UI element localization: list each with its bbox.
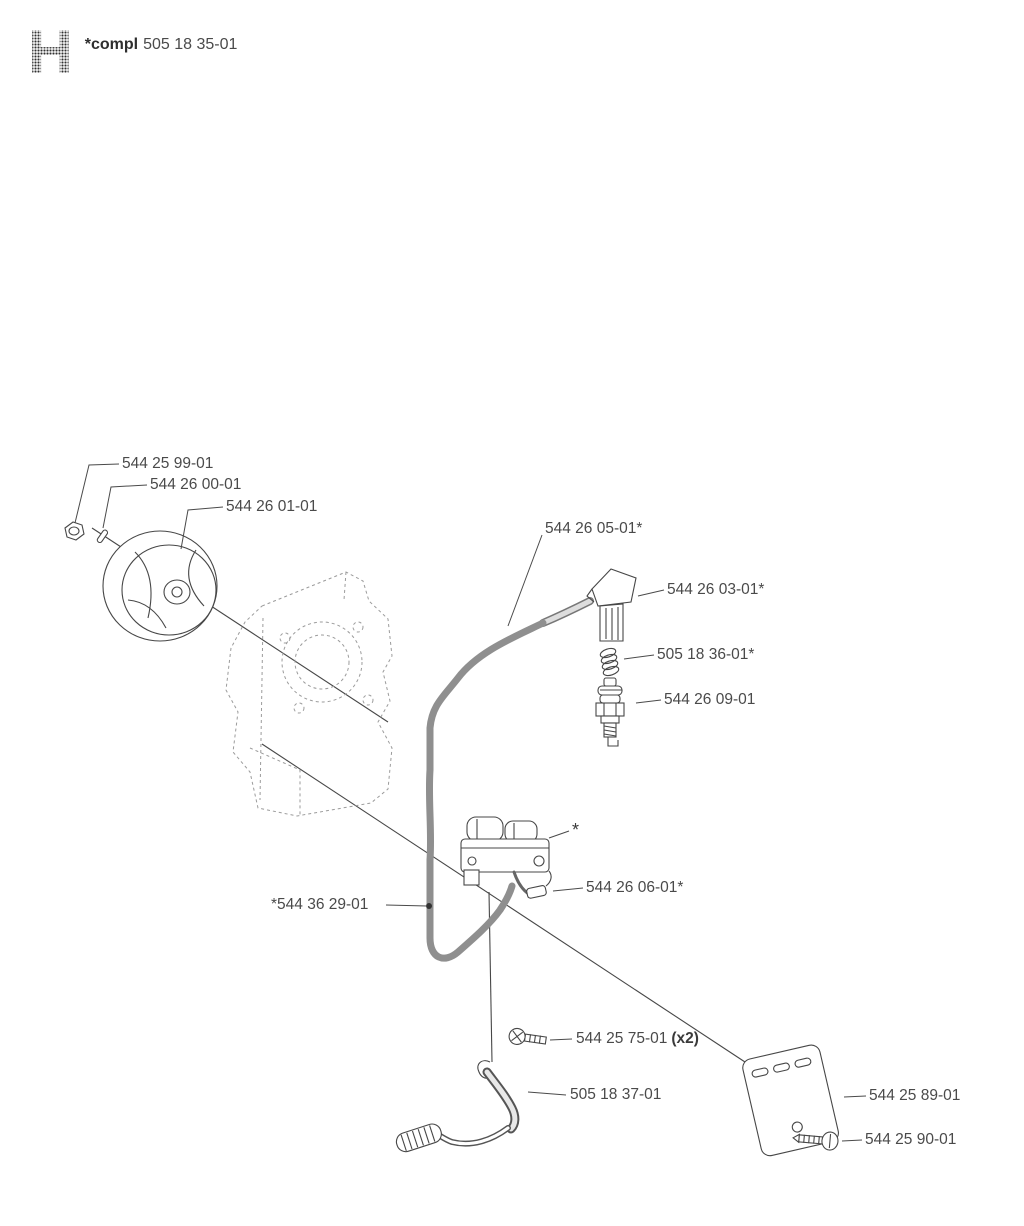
- callout-connector: 544 26 06-01*: [586, 879, 684, 896]
- callout-spark-plug: 544 26 09-01: [664, 691, 756, 708]
- section-letter: H: [28, 18, 73, 87]
- callout-plate-screw: 544 25 90-01: [865, 1131, 957, 1148]
- ignition-cable-drawing: [425, 597, 594, 962]
- leader-flywheel: [180, 506, 224, 550]
- callout-spark-plug-cap: 544 26 03-01*: [667, 581, 765, 598]
- flywheel-nut-drawing: [64, 521, 85, 541]
- callout-module-screw-qty: (x2): [671, 1030, 699, 1047]
- module-screw-drawing: [508, 1027, 547, 1046]
- callout-ground-contact: 505 18 37-01: [570, 1086, 662, 1103]
- leader-spark-plug: [635, 699, 662, 704]
- flywheel-key-drawing: [96, 529, 109, 544]
- callout-wiring: *544 36 29-01: [271, 896, 369, 913]
- ignition-module-drawing: [460, 816, 550, 886]
- callout-ignition-module: *: [572, 820, 580, 840]
- compl-number: 505 18 35-01: [143, 36, 238, 53]
- leader-flywheel-nut: [74, 463, 120, 524]
- callout-plate: 544 25 89-01: [869, 1087, 961, 1104]
- leader-wiring: [385, 904, 428, 907]
- leader-flywheel-key: [102, 484, 148, 529]
- callout-flywheel: 544 26 01-01: [226, 498, 318, 515]
- connector-drawing: [512, 870, 552, 899]
- plate-screw-drawing: [792, 1131, 839, 1151]
- wiring-callout-dot: [426, 903, 432, 909]
- callout-flywheel-key: 544 26 00-01: [150, 476, 242, 493]
- callout-ignition-cable: 544 26 05-01*: [545, 520, 643, 537]
- crankcase-outline: [225, 571, 393, 817]
- callout-flywheel-nut: 544 25 99-01: [122, 455, 214, 472]
- spark-plug-cap-drawing: [586, 568, 637, 642]
- callout-module-screw-number: 544 25 75-01: [576, 1030, 668, 1047]
- leader-spring: [623, 654, 655, 660]
- leader-plate-screw: [841, 1139, 863, 1142]
- spark-plug-drawing: [595, 677, 625, 747]
- leader-module-screw: [549, 1038, 573, 1041]
- ground-contact-drawing: [395, 1060, 520, 1153]
- leader-ignition-module: [548, 830, 570, 839]
- compl-label: *compl: [84, 36, 139, 53]
- leader-plate: [843, 1095, 867, 1098]
- flywheel-drawing: [102, 530, 218, 642]
- plate-drawing: [742, 1044, 839, 1157]
- leader-lines: [74, 463, 867, 1142]
- leader-ignition-cable: [507, 534, 543, 627]
- callout-module-screw: 544 25 75-01(x2): [576, 1030, 699, 1047]
- leader-ground-contact: [527, 1091, 567, 1096]
- callout-spring: 505 18 36-01*: [657, 646, 755, 663]
- leader-spark-plug-cap: [637, 589, 665, 597]
- spring-drawing: [599, 647, 620, 677]
- leader-connector: [552, 887, 584, 892]
